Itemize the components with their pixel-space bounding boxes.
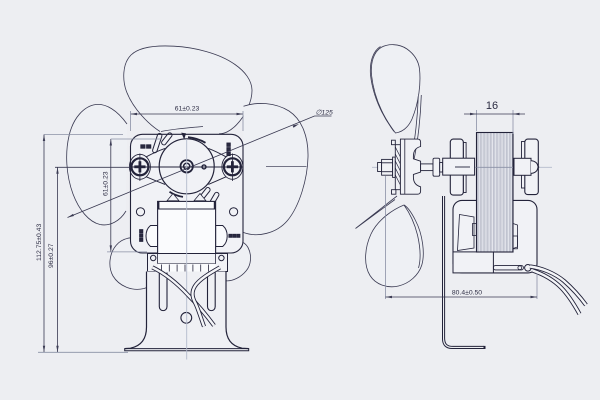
svg-text:61±0.23: 61±0.23 [175, 106, 200, 113]
svg-text:16: 16 [486, 100, 498, 112]
svg-text:61±0.23: 61±0.23 [103, 171, 110, 196]
svg-text:80.4±0.50: 80.4±0.50 [452, 290, 482, 297]
svg-text:∅125: ∅125 [316, 109, 333, 116]
svg-text:112.75±0.43: 112.75±0.43 [36, 224, 43, 261]
svg-text:96±0.27: 96±0.27 [48, 243, 55, 268]
